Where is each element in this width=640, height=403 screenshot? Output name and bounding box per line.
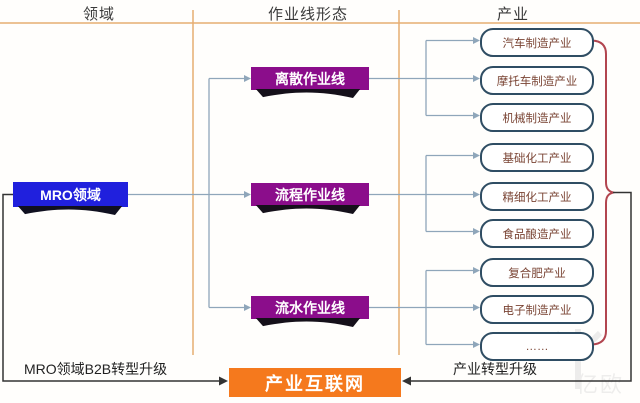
ribbon-shadow [255,89,361,98]
industry-capsule-food-brew: 食品酿造产业 [480,219,594,248]
industrial-internet-box: 产业互联网 [229,368,401,397]
industry-capsule-motorcycle: 摩托车制造产业 [480,66,594,95]
transformation-arrowheads [219,376,411,386]
line-box-discrete-label: 离散作业线 [275,70,345,87]
column-header-industry: 产业 [496,6,529,23]
industry-brace [591,39,617,346]
watermark-text: 亿欧 [576,372,625,397]
industry-label: 精细化工产业 [502,191,572,204]
ribbon-shadow [17,206,123,215]
industry-capsule-electronics: 电子制造产业 [480,295,594,324]
industry-label: 复合肥产业 [508,267,566,280]
industry-capsule-ellipsis: …… [480,332,594,361]
industry-upgrade-label: 产业转型升级 [453,361,537,377]
mro-domain-box: MRO领域 [13,182,128,215]
ribbon-shadow [255,205,361,214]
industry-capsule-basic-chem: 基础化工产业 [480,143,594,172]
line-box-flow: 流水作业线 [251,296,369,327]
mro-domain-label: MRO领域 [40,186,101,203]
industry-capsule-fertilizer: 复合肥产业 [480,258,594,287]
line-box-process: 流程作业线 [251,183,369,214]
industry-label: 基础化工产业 [502,152,572,165]
industry-label: …… [525,340,549,353]
transformation-paths [2,191,632,382]
column-header-line-form: 作业线形态 [267,6,348,23]
ribbon-shadow [255,318,361,327]
column-grid [0,10,640,355]
industry-label: 汽车制造产业 [502,37,572,50]
industry-capsule-machinery: 机械制造产业 [480,103,594,132]
industry-capsule-fine-chem: 精细化工产业 [480,182,594,211]
line-box-discrete: 离散作业线 [251,67,369,98]
industrial-internet-label: 产业互联网 [265,373,365,394]
industry-label: 食品酿造产业 [502,228,572,241]
line-box-flow-label: 流水作业线 [275,299,345,316]
connectors [128,39,473,346]
industry-capsule-auto: 汽车制造产业 [480,28,594,57]
industry-label: 摩托车制造产业 [496,75,578,88]
b2b-upgrade-label: MRO领域B2B转型升级 [24,361,168,377]
line-box-process-label: 流程作业线 [275,186,345,203]
industry-label: 机械制造产业 [502,112,572,125]
industry-label: 电子制造产业 [502,304,572,317]
connector-arrowheads [244,37,480,348]
column-header-domain: 领域 [82,6,115,23]
